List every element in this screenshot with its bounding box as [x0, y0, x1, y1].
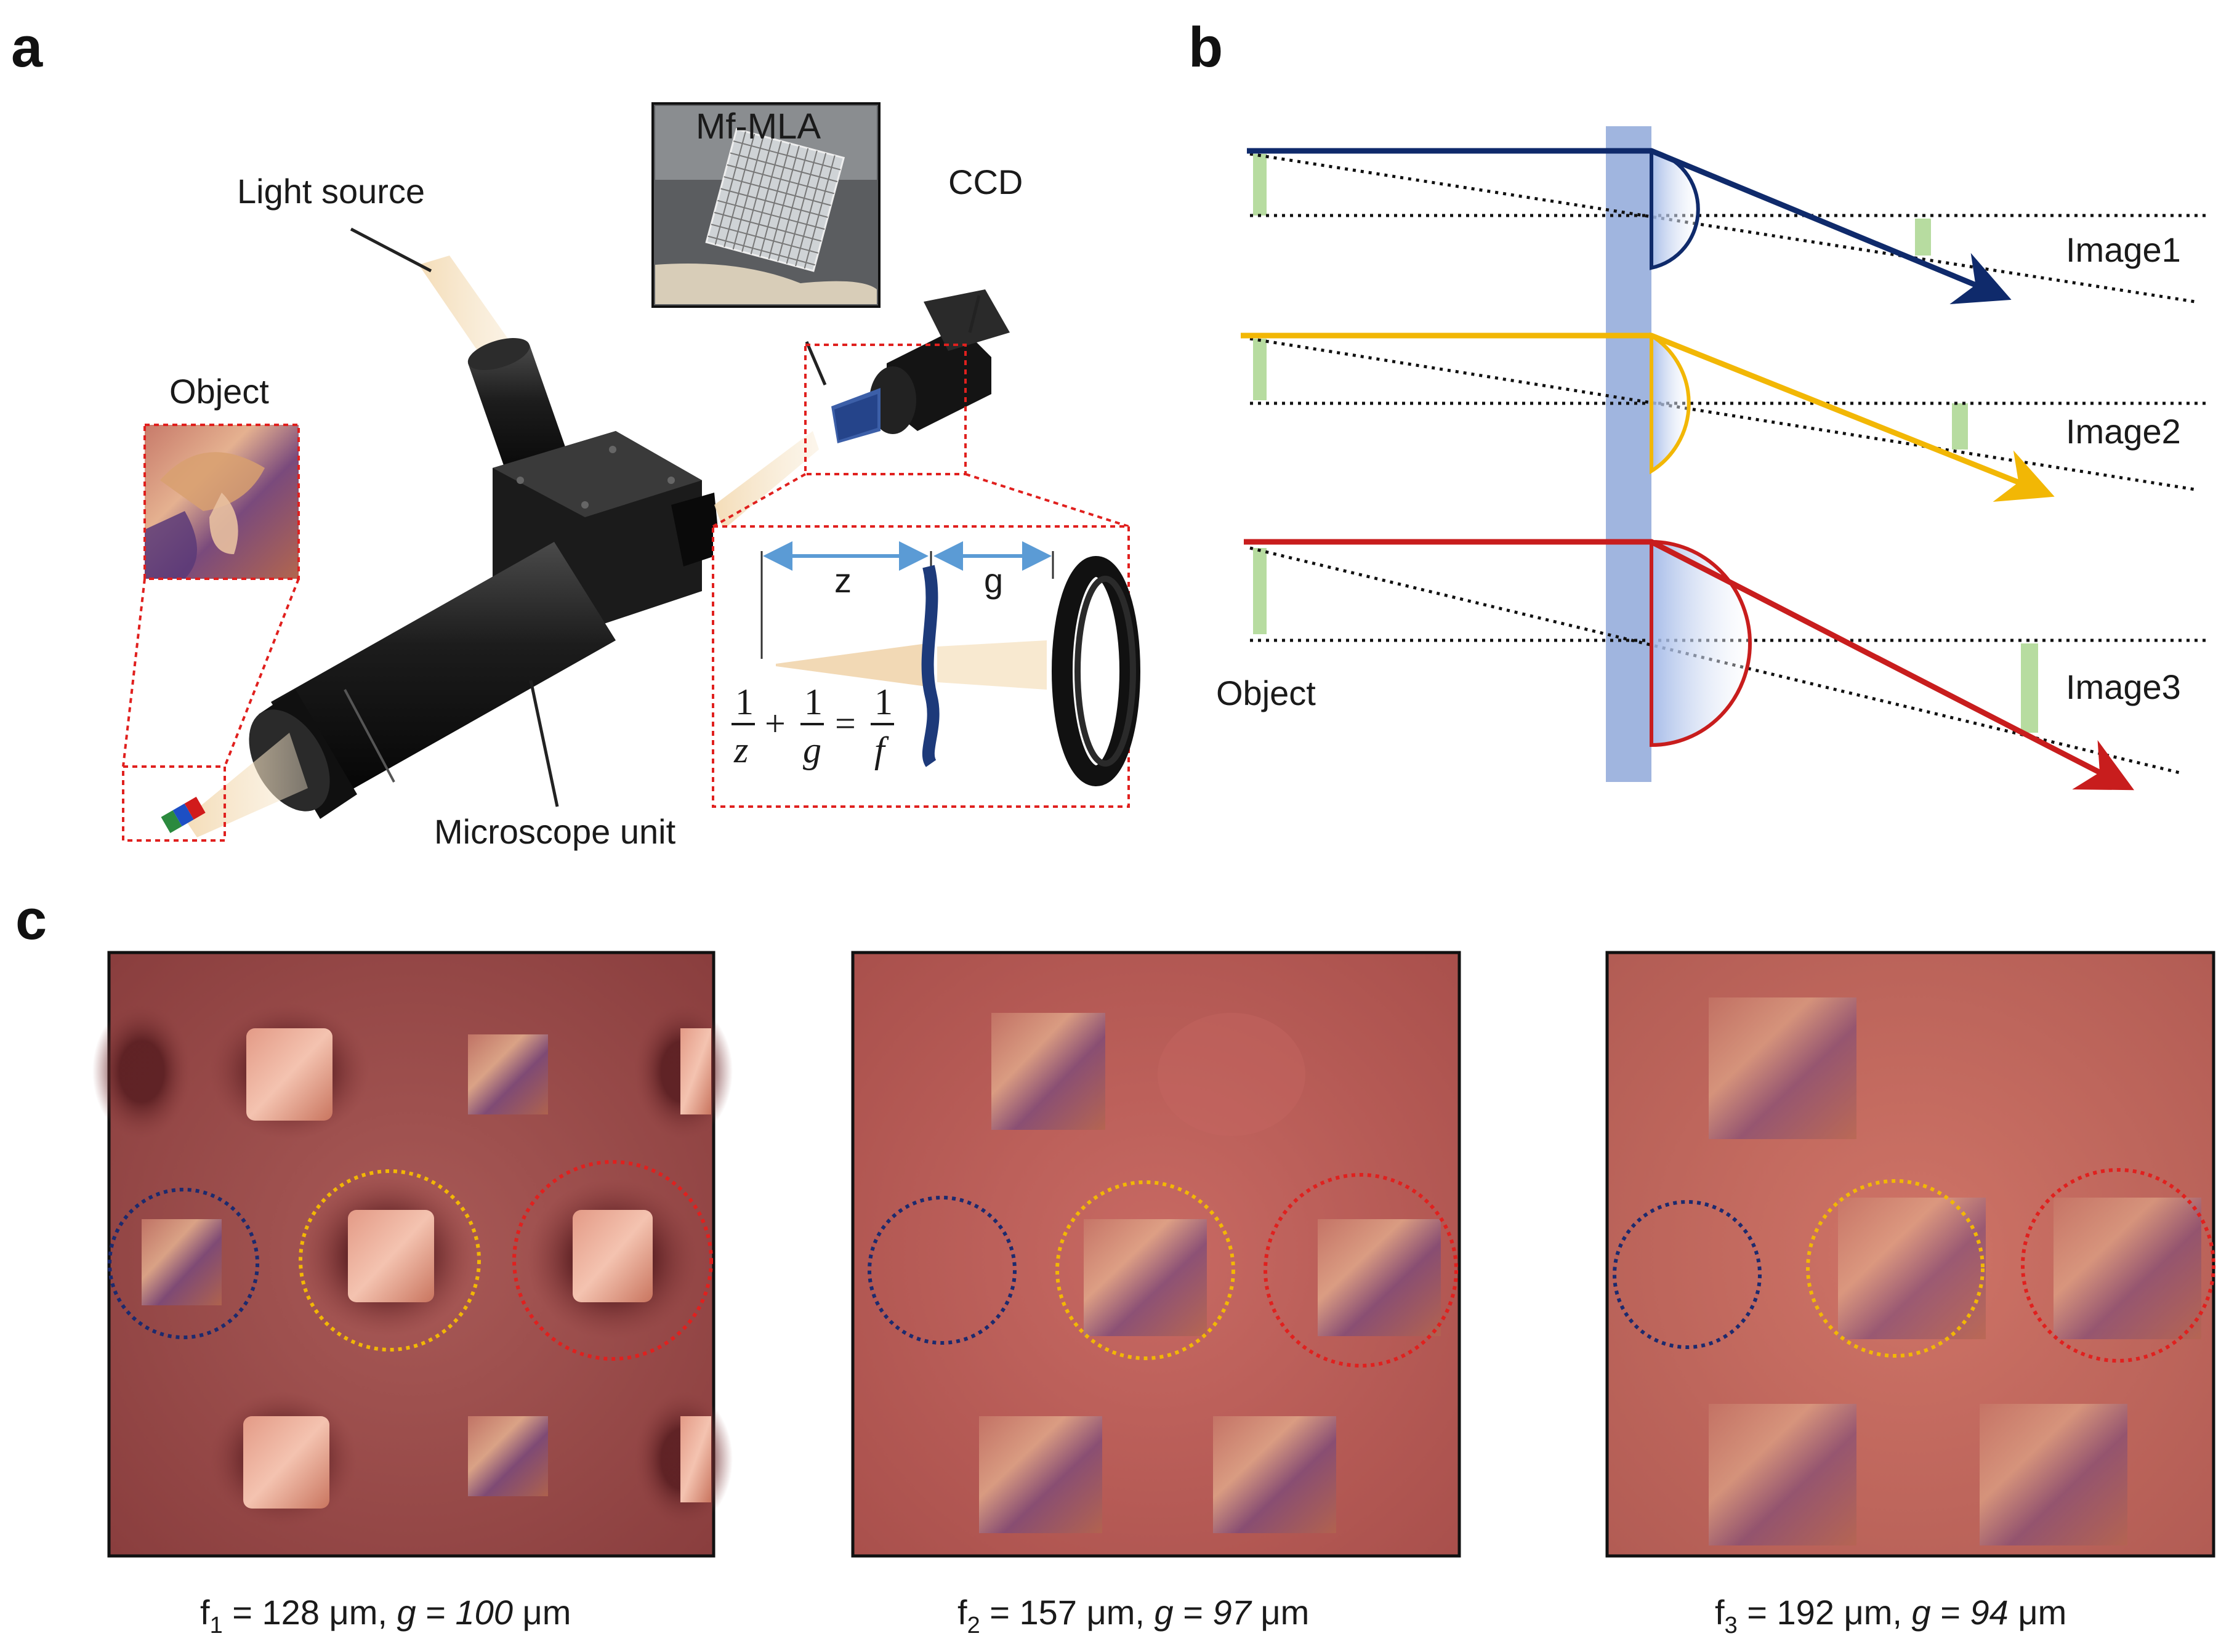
eq-num3: 1 — [874, 682, 893, 722]
imaging-inset — [712, 525, 1140, 808]
ccd-camera — [831, 289, 1010, 443]
output-beam — [714, 431, 819, 530]
eq-den1: z — [733, 730, 748, 770]
panel-c: c — [15, 888, 2215, 1638]
panel-b-label: b — [1188, 16, 1223, 79]
panel-a: a Light source — [11, 16, 1140, 851]
circle-f3-yellow — [1806, 1179, 1985, 1358]
micrograph-3 — [1605, 951, 2215, 1558]
object-label: Object — [169, 372, 269, 411]
ray-2 — [1241, 332, 2055, 502]
eq-equals: = — [835, 703, 856, 744]
micrograph-2-tiles — [979, 1013, 1441, 1533]
ray-3 — [1244, 539, 2135, 791]
mla-leader — [805, 341, 827, 385]
caption-2: f2 = 157 μm, g = 97 μm — [957, 1593, 1309, 1638]
caption-3: f3 = 192 μm, g = 94 μm — [1715, 1593, 2066, 1638]
micrograph-3-tiles — [1709, 997, 2201, 1545]
object-picture — [122, 424, 300, 767]
lens-3 — [1650, 539, 1752, 747]
light-source-leader — [350, 227, 432, 273]
output-port — [671, 493, 720, 566]
object-beam — [185, 733, 308, 837]
image-marker-2 — [1952, 403, 1968, 449]
mla-photo — [651, 102, 881, 308]
light-source-label: Light source — [237, 172, 425, 211]
lens-equation: 1 z + 1 g = 1 f — [732, 682, 894, 770]
image-2-label: Image2 — [2066, 412, 2181, 451]
circle-f3-red — [2021, 1168, 2215, 1363]
microscope-leader — [529, 680, 559, 807]
object-marker-1 — [1253, 154, 1267, 216]
eq-num1: 1 — [735, 682, 754, 722]
eq-den2: g — [803, 730, 821, 770]
circle-f2-red — [1264, 1173, 1458, 1368]
zoom-line-right — [965, 473, 1129, 528]
object-marker-3 — [1253, 548, 1267, 634]
object-sample — [122, 765, 226, 842]
circle-f1-yellow — [299, 1169, 481, 1352]
circle-f1-dark — [108, 1188, 259, 1339]
mla-inset-label: Mf-MLA — [696, 107, 821, 147]
image-marker-3 — [2021, 643, 2038, 733]
image-marker-1 — [1915, 219, 1931, 256]
lens-2 — [1650, 332, 1691, 475]
image-1-label: Image1 — [2066, 230, 2181, 269]
caption-1: f1 = 128 μm, g = 100 μm — [200, 1593, 571, 1638]
object-marker-2 — [1253, 339, 1267, 400]
eq-plus: + — [765, 703, 786, 744]
ray-1 — [1247, 148, 2012, 305]
eq-num2: 1 — [804, 682, 823, 722]
panel-b: b Image1 Image2 Image3 Object — [1188, 16, 2211, 791]
circle-f3-dark — [1613, 1200, 1762, 1349]
micrograph-1 — [92, 951, 733, 1558]
inset-z-label: z — [834, 561, 852, 600]
object-label-b: Object — [1216, 674, 1316, 712]
inset-g-label: g — [984, 561, 1003, 600]
mla-zoom-box — [804, 344, 967, 475]
substrate — [1606, 126, 1651, 782]
microscope-unit-label: Microscope unit — [434, 812, 676, 851]
micrograph-1-tiles — [92, 1004, 733, 1527]
light-source-tube — [467, 338, 573, 486]
circle-f2-dark — [868, 1196, 1017, 1345]
circle-f2-yellow — [1055, 1180, 1235, 1360]
circle-f1-red — [512, 1160, 713, 1361]
ccd-leader — [968, 295, 981, 333]
panel-a-label: a — [11, 16, 43, 79]
micrograph-2 — [851, 951, 1461, 1558]
ccd-label: CCD — [948, 163, 1023, 201]
image-3-label: Image3 — [2066, 667, 2181, 706]
panel-c-label: c — [15, 888, 47, 951]
